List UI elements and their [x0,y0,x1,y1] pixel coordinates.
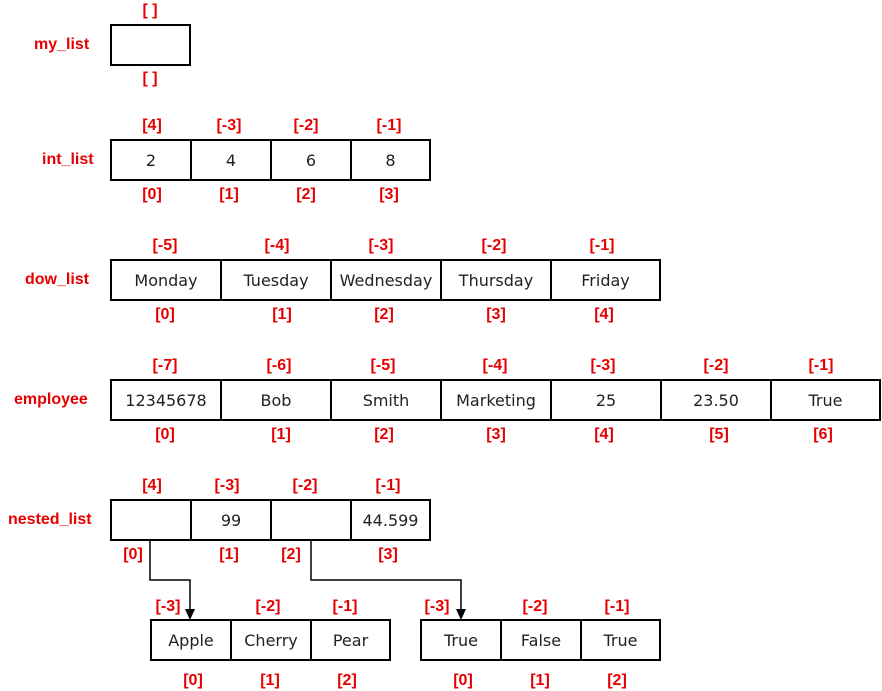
list-name-nested-list: nested_list [8,511,92,528]
list-name-dow-list: dow_list [25,271,90,288]
pos-index-dow-list-4: [4] [594,306,614,323]
neg-index-int-list-3: [-1] [376,117,402,134]
cell-int-list-3: 8 [350,139,431,181]
neg-index-nested-list-0: [4] [142,477,162,494]
pos-index-sub-bools-0: [0] [453,672,473,689]
pos-index-dow-list-3: [3] [486,306,506,323]
pos-index-int-list-3: [3] [379,186,399,203]
cell-sub-bools-1: False [500,619,582,661]
list-name-int-list: int_list [42,151,94,168]
cell-sub-bools-0: True [420,619,502,661]
neg-index-dow-list-0: [-5] [152,237,178,254]
pos-index-employee-1: [1] [271,426,291,443]
pos-index-dow-list-0: [0] [155,306,175,323]
neg-index-sub-bools-1: [-2] [522,598,548,615]
neg-index-employee-3: [-4] [482,357,508,374]
neg-index-employee-5: [-2] [703,357,729,374]
pos-index-my-list: [ ] [142,70,158,87]
pos-index-sub-bools-2: [2] [607,672,627,689]
cell-nested-list-2 [270,499,352,541]
cell-dow-list-0: Monday [110,259,222,301]
neg-index-dow-list-2: [-3] [368,237,394,254]
neg-index-int-list-1: [-3] [216,117,242,134]
cell-sub-fruits-2: Pear [310,619,391,661]
neg-index-int-list-2: [-2] [293,117,319,134]
neg-index-dow-list-3: [-2] [481,237,507,254]
cell-nested-list-3: 44.599 [350,499,431,541]
cell-employee-5: 23.50 [660,379,772,421]
arrow-nested-2-to-bools [310,541,462,611]
cell-employee-2: Smith [330,379,442,421]
neg-index-employee-1: [-6] [266,357,292,374]
list-name-employee: employee [14,391,88,408]
pos-index-nested-list-3: [3] [378,546,398,563]
cell-employee-4: 25 [550,379,662,421]
cell-nested-list-1: 99 [190,499,272,541]
arrowhead-bools [456,609,466,620]
pos-index-employee-6: [6] [813,426,833,443]
neg-index-sub-bools-2: [-1] [604,598,630,615]
neg-index-nested-list-3: [-1] [375,477,401,494]
cell-my-list-empty [110,24,191,66]
cell-nested-list-0 [110,499,192,541]
pos-index-employee-5: [5] [709,426,729,443]
pos-index-dow-list-2: [2] [374,306,394,323]
cell-int-list-0: 2 [110,139,192,181]
cell-sub-fruits-1: Cherry [230,619,312,661]
pos-index-employee-0: [0] [155,426,175,443]
neg-index-employee-2: [-5] [370,357,396,374]
pos-index-employee-4: [4] [594,426,614,443]
neg-index-my-list: [ ] [142,2,158,19]
pos-index-dow-list-1: [1] [272,306,292,323]
cell-employee-0: 12345678 [110,379,222,421]
pos-index-nested-list-1: [1] [219,546,239,563]
neg-index-nested-list-2: [-2] [292,477,318,494]
neg-index-sub-fruits-2: [-1] [332,598,358,615]
neg-index-sub-bools-0: [-3] [424,598,450,615]
pos-index-nested-list-0: [0] [123,546,143,563]
cell-int-list-1: 4 [190,139,272,181]
neg-index-dow-list-1: [-4] [264,237,290,254]
neg-index-nested-list-1: [-3] [214,477,240,494]
pos-index-employee-2: [2] [374,426,394,443]
neg-index-int-list-0: [4] [142,117,162,134]
list-name-my-list: my_list [34,36,90,53]
neg-index-dow-list-4: [-1] [589,237,615,254]
cell-employee-6: True [770,379,881,421]
neg-index-employee-0: [-7] [152,357,178,374]
pos-index-sub-fruits-0: [0] [183,672,203,689]
cell-dow-list-2: Wednesday [330,259,442,301]
pos-index-employee-3: [3] [486,426,506,443]
neg-index-employee-6: [-1] [808,357,834,374]
pos-index-nested-list-2: [2] [281,546,301,563]
pos-index-sub-fruits-2: [2] [337,672,357,689]
pos-index-int-list-1: [1] [219,186,239,203]
pos-index-int-list-0: [0] [142,186,162,203]
pos-index-sub-bools-1: [1] [530,672,550,689]
pos-index-int-list-2: [2] [296,186,316,203]
pos-index-sub-fruits-1: [1] [260,672,280,689]
cell-employee-1: Bob [220,379,332,421]
cell-sub-bools-2: True [580,619,661,661]
cell-employee-3: Marketing [440,379,552,421]
neg-index-sub-fruits-0: [-3] [155,598,181,615]
cell-dow-list-1: Tuesday [220,259,332,301]
arrow-nested-0-to-fruits [149,541,191,611]
neg-index-sub-fruits-1: [-2] [255,598,281,615]
arrowhead-fruits [185,609,195,620]
cell-dow-list-4: Friday [550,259,661,301]
neg-index-employee-4: [-3] [590,357,616,374]
